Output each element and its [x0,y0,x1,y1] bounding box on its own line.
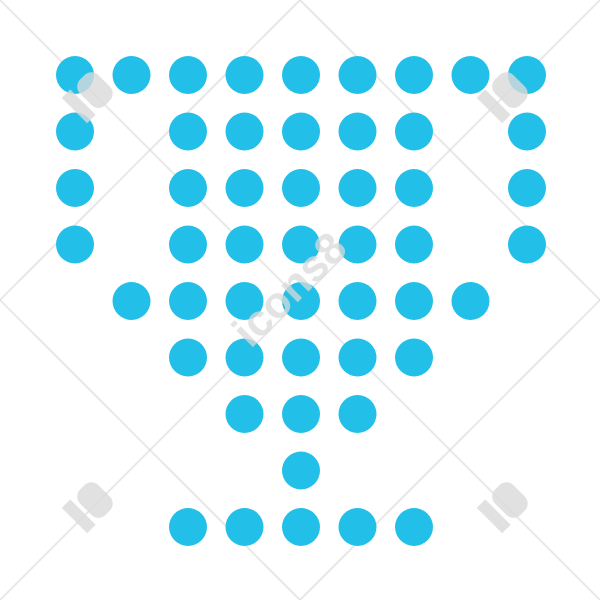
trophy-dot [225,56,264,94]
trophy-dot [282,508,320,546]
watermark-logo-icon [61,72,113,124]
trophy-dot [395,112,433,151]
trophy-dot [395,56,433,94]
trophy-dot [395,169,433,207]
watermark-logo-icon [476,72,528,124]
trophy-dot [338,282,377,320]
trophy-dot [169,56,207,94]
trophy-dot [282,451,320,490]
trophy-dot [338,112,377,151]
watermark-text: icons8 [223,223,356,356]
trophy-dot [338,225,377,264]
watermark-line [0,298,301,600]
trophy-dot [282,112,320,151]
trophy-dot [282,225,320,264]
trophy-dot [395,282,433,320]
trophy-dot [225,112,264,151]
trophy-dot [169,508,207,546]
trophy-dot [56,169,94,207]
trophy-dot [395,225,433,264]
watermark-line [0,0,301,302]
trophy-dot [169,169,207,207]
trophy-dot [112,282,151,320]
trophy-dot [282,395,320,433]
watermark-line [299,0,600,302]
watermark-logo-icon [476,482,528,534]
trophy-dot [169,112,207,151]
trophy-dot [225,225,264,264]
trophy-dot [338,338,377,377]
trophy-dot [225,338,264,377]
trophy-dot [112,56,151,94]
trophy-dot [169,338,207,377]
watermark-logo-icon [61,482,113,534]
trophy-dot [451,282,490,320]
trophy-dot [451,56,490,94]
trophy-dot [282,56,320,94]
trophy-dot [395,338,433,377]
trophy-dot [282,282,320,320]
trophy-dot [395,508,433,546]
trophy-dot [338,56,377,94]
trophy-dot [508,112,546,151]
trophy-dot [56,112,94,151]
trophy-dot [338,395,377,433]
trophy-dot [225,508,264,546]
trophy-dot [56,225,94,264]
trophy-dot [508,169,546,207]
trophy-dot [225,282,264,320]
watermark-line [299,298,600,600]
trophy-dot [225,169,264,207]
trophy-dot [169,225,207,264]
trophy-dot [169,282,207,320]
trophy-dot [282,169,320,207]
trophy-dot [338,508,377,546]
trophy-dot [338,169,377,207]
trophy-dot [225,395,264,433]
trophy-dot [508,225,546,264]
trophy-dot [282,338,320,377]
